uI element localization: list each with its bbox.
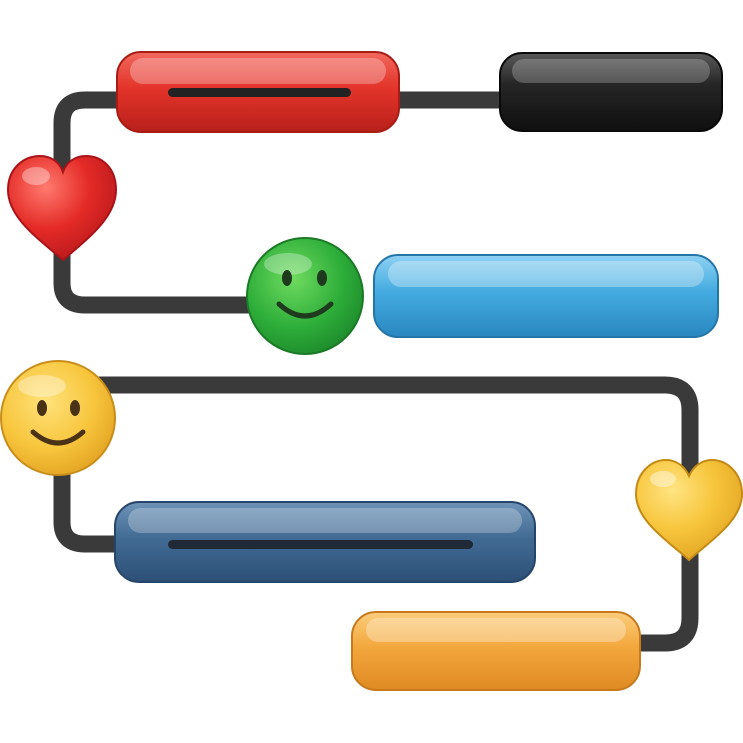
red-bar bbox=[116, 51, 400, 133]
light-blue-bar bbox=[373, 254, 719, 338]
red-heart-icon bbox=[6, 154, 118, 262]
steel-blue-bar-line bbox=[168, 540, 473, 549]
black-bar bbox=[499, 52, 723, 132]
connector-left-lower bbox=[53, 446, 131, 553]
yellow-heart-icon bbox=[634, 458, 743, 562]
red-bar-line bbox=[168, 88, 351, 97]
orange-bar bbox=[351, 611, 641, 691]
green-smiley-icon bbox=[246, 237, 364, 355]
yellow-smiley-icon bbox=[0, 360, 116, 476]
steel-blue-bar bbox=[114, 501, 536, 583]
